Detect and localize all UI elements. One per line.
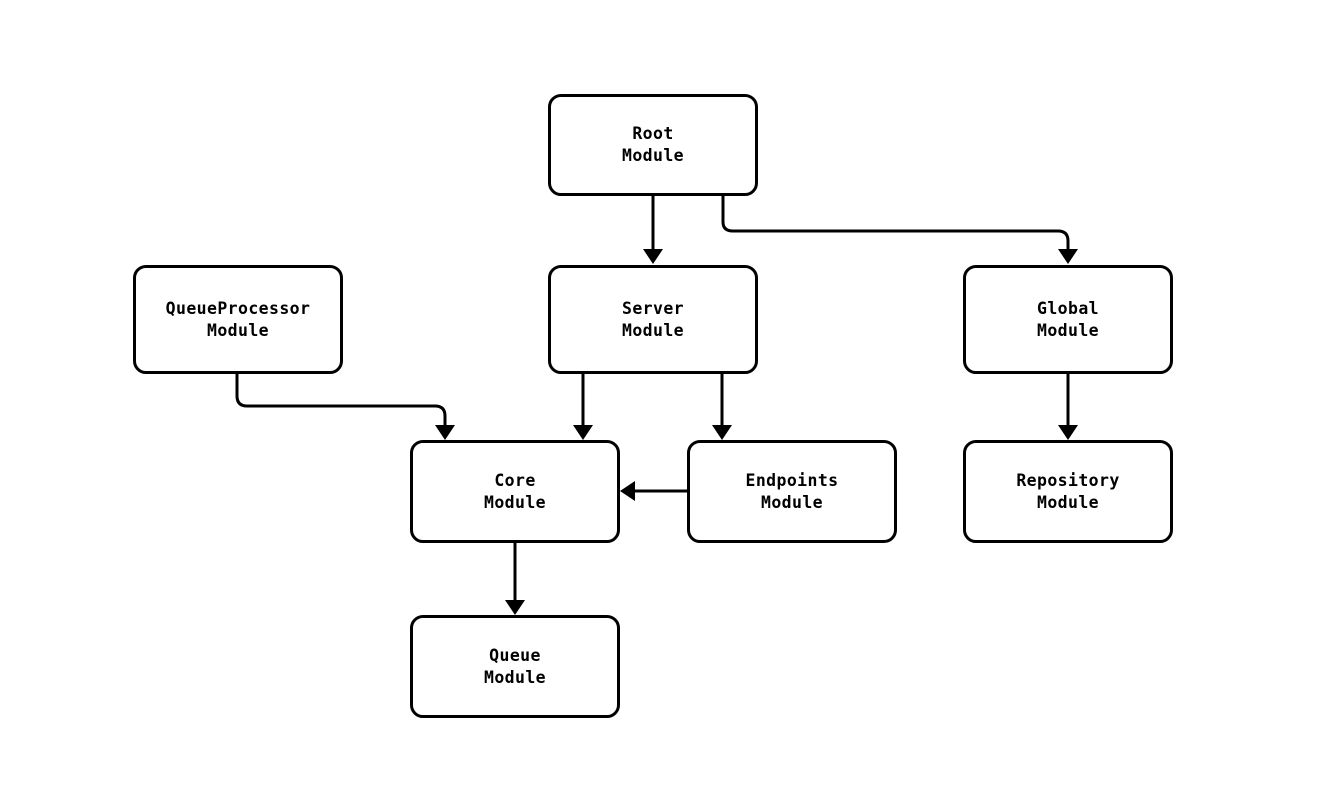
node-root-suffix: Module: [621, 146, 684, 165]
edge-server-to-endpoints: [712, 374, 732, 440]
node-endpoints-name: Endpoints: [745, 470, 839, 490]
edge-root-to-server: [643, 196, 663, 264]
node-queueprocessor-name: QueueProcessor: [165, 298, 311, 318]
edge-server-to-core: [573, 374, 593, 440]
edge-endpoints-to-core: [620, 481, 687, 501]
edge-core-to-queue: [505, 543, 525, 615]
edge-root-to-global: [721, 196, 1078, 264]
node-root-name: Root: [632, 124, 674, 143]
node-repository-suffix: Module: [1036, 492, 1099, 512]
node-global-name: Global: [1036, 298, 1099, 318]
edge-queueprocessor-to-core: [235, 374, 455, 440]
node-queueprocessor-suffix: Module: [206, 320, 269, 340]
node-endpoints-suffix: Module: [760, 492, 823, 512]
node-queue-suffix: Module: [483, 667, 546, 687]
edge-global-to-repository: [1058, 374, 1078, 440]
node-queue-name: Queue: [489, 645, 541, 665]
node-core-name: Core: [494, 470, 536, 490]
node-server-name: Server: [621, 298, 684, 318]
node-core-suffix: Module: [483, 492, 546, 512]
node-server-suffix: Module: [621, 320, 684, 340]
node-repository-name: Repository: [1016, 470, 1120, 490]
node-global-suffix: Module: [1036, 320, 1099, 340]
